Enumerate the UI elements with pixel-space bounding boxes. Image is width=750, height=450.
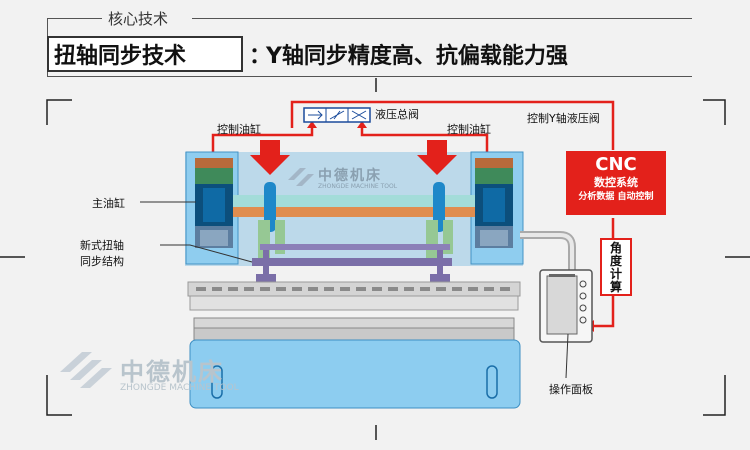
header-subtitle: 核心技术 [108,10,169,28]
panel-cable-duct [520,231,576,270]
angle-char-3: 计 [609,267,622,281]
table-slot-left [211,365,223,399]
center-watermark-english: ZHONGDE MACHINE TOOL [318,183,398,190]
label-main-valve: 液压总阀 [375,108,419,121]
control-cylinder-arrow-left [250,140,290,175]
torsion-bar-lower [232,207,476,217]
header-rule-bottom [47,76,692,77]
header-title-box [47,36,243,72]
center-watermark-name: 中德机床 [318,168,382,184]
angle-calculation-box: 角 度 计 算 [600,238,632,296]
header-rule-top-right [192,18,692,19]
rod-right [433,182,445,232]
cnc-system-box: CNC 数控系统 分析数据 自动控制 [566,151,666,215]
label-y-axis-valve: 控制Y轴液压阀 [527,112,600,125]
cnc-functions: 分析数据 自动控制 [578,192,654,202]
left-main-cylinder [195,158,233,248]
header-rule-top-left [47,18,102,19]
watermark-logo [60,352,112,388]
leader-lines [140,201,569,379]
label-control-cylinder-left: 控制油缸 [217,123,261,136]
cnc-title: CNC [595,154,637,175]
watermark-english: ZHONGDE MACHINE TOOL [120,383,239,393]
label-torsion-line2: 同步结构 [80,255,124,268]
table-slot-right [486,365,498,399]
main-valve-icon [303,107,371,123]
rod-left [264,182,276,232]
pipe-arrow-left [307,121,317,128]
operation-panel [539,269,593,343]
angle-char-4: 算 [609,280,622,294]
center-watermark-logo [288,168,314,186]
label-operation-panel: 操作面板 [549,383,593,396]
angle-char-1: 角 [609,241,622,255]
upper-die [189,295,519,311]
die-clamp-row [196,287,510,291]
lower-die-holder [193,327,515,341]
header-tagline: Y轴同步精度高、抗偏载能力强 [266,44,568,69]
label-torsion-line1: 新式扭轴 [80,239,124,252]
right-main-cylinder [475,158,513,248]
cnc-subtitle: 数控系统 [594,176,638,189]
header-title: 扭轴同步技术 [54,44,187,69]
angle-char-2: 度 [609,254,622,268]
worktable [189,339,521,409]
frame-corners [0,78,750,440]
label-main-cylinder: 主油缸 [92,197,125,210]
torsion-sync-structure [252,220,453,282]
label-control-cylinder-right: 控制油缸 [447,123,491,136]
lower-die [193,317,515,329]
header-colon: ： [249,44,272,69]
pipe-arrow-right [357,121,367,128]
watermark-name: 中德机床 [120,358,224,386]
torsion-bar-upper [232,195,476,207]
control-cylinder-arrow-right [417,140,457,175]
